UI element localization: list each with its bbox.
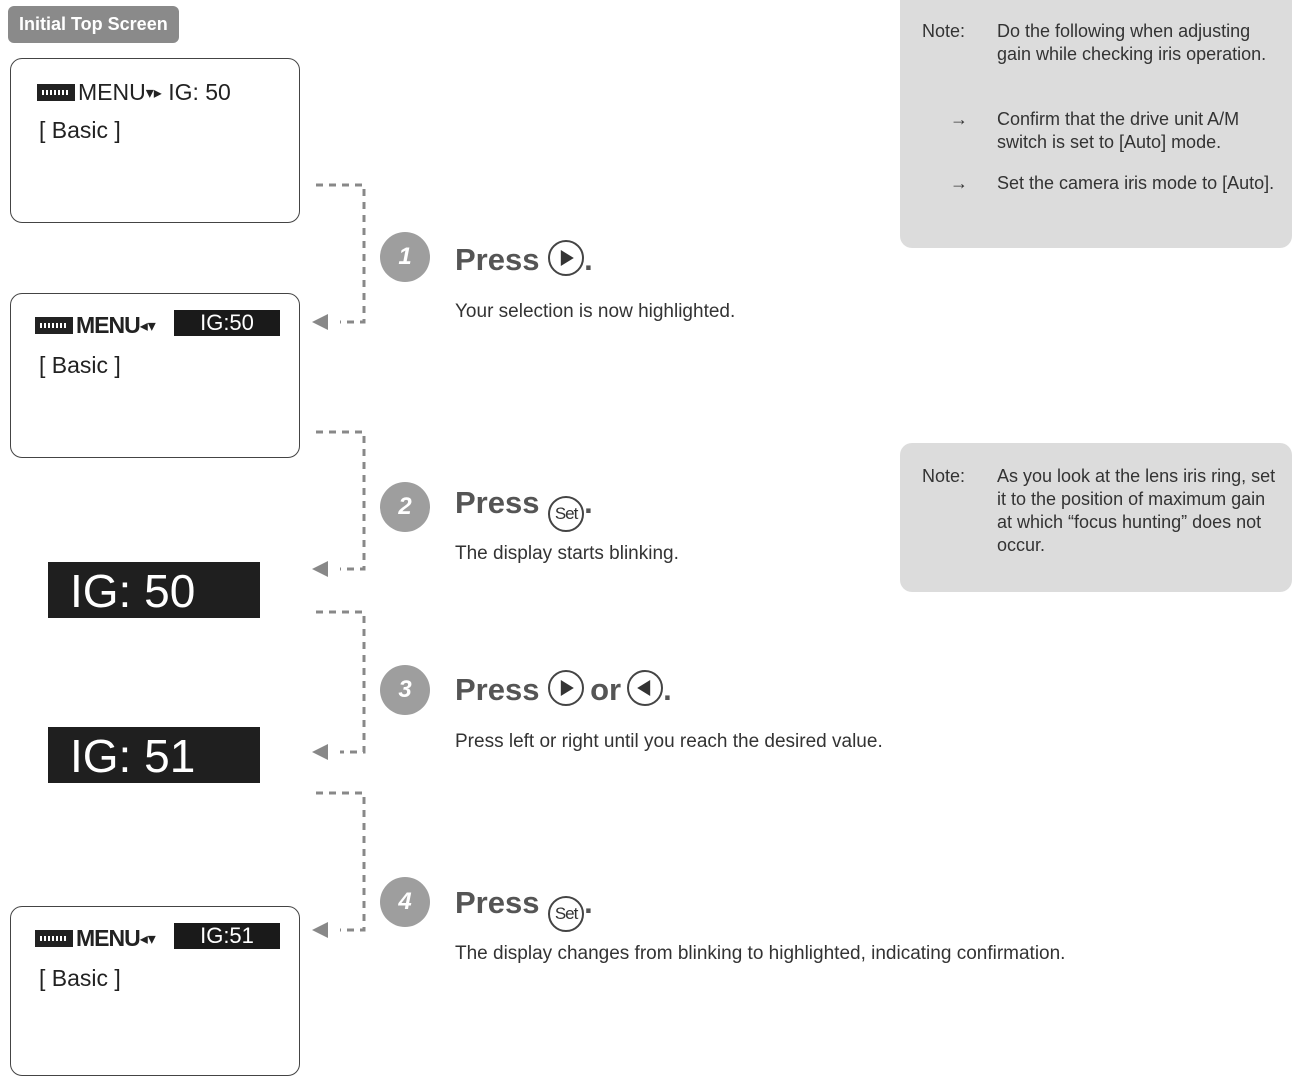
- connector-3: [316, 610, 366, 754]
- left-down-arrow-icon: ◂▾: [139, 318, 156, 335]
- step-2-instruction: Press Set.: [455, 485, 593, 532]
- submenu-label: [ Basic ]: [39, 965, 121, 991]
- left-down-arrow-icon: ◂▾: [139, 931, 156, 948]
- step-number-3: 3: [380, 665, 430, 715]
- ig-display-adjusted: IG: 51: [48, 727, 260, 783]
- note-label: Note:: [922, 466, 966, 486]
- menu-icon: [37, 84, 75, 101]
- menu-icon: [35, 930, 73, 947]
- submenu-label: [ Basic ]: [39, 352, 121, 378]
- note-box-2: Note: As you look at the lens iris ring,…: [900, 443, 1292, 592]
- connector-1: [316, 183, 366, 324]
- initial-screen-label: Initial Top Screen: [8, 6, 179, 43]
- note-box-1: Note: Do the following when adjusting ga…: [900, 0, 1292, 248]
- right-button-icon: [548, 670, 585, 706]
- connector-arrowhead: [312, 922, 328, 938]
- note-label: Note:: [922, 21, 966, 41]
- set-button-icon: Set: [548, 496, 585, 532]
- connector-arrowhead: [312, 314, 328, 330]
- note-item: Confirm that the drive unit A/M switch i…: [997, 109, 1240, 152]
- connector-arrowhead: [312, 744, 328, 760]
- step-number-2: 2: [380, 482, 430, 532]
- ig-value-highlighted: IG:51: [174, 923, 280, 949]
- arrow-right-icon: →: [950, 109, 968, 129]
- menu-icon: [35, 317, 73, 334]
- set-button-icon: Set: [548, 896, 585, 932]
- step-1-description: Your selection is now highlighted.: [455, 301, 736, 322]
- ig-value-highlighted: IG:50: [174, 310, 280, 336]
- connector-arrowhead: [312, 561, 328, 577]
- left-button-icon: [627, 670, 664, 706]
- menu-label: MENU: [76, 312, 141, 338]
- note-text: Do the following when adjusting gain whi…: [997, 21, 1267, 64]
- step-number-1: 1: [380, 232, 430, 282]
- lcd-screen-step4: MENU◂▾ IG:51 [ Basic ]: [10, 906, 300, 1076]
- lcd-screen-step1: MENU◂▾ IG:50 [ Basic ]: [10, 293, 300, 458]
- note-text: As you look at the lens iris ring, set i…: [997, 466, 1276, 555]
- note-item: Set the camera iris mode to [Auto].: [997, 173, 1275, 193]
- ig-value: IG: 50: [168, 79, 231, 105]
- connector-4: [316, 791, 366, 932]
- connector-2: [316, 430, 366, 571]
- menu-label: MENU: [78, 79, 146, 105]
- step-number-4: 4: [380, 877, 430, 927]
- right-button-icon: [548, 240, 585, 276]
- step-1-instruction: Press .: [455, 240, 593, 277]
- step-4-instruction: Press Set.: [455, 885, 593, 932]
- step-4-description: The display changes from blinking to hig…: [455, 943, 1066, 964]
- arrow-right-icon: →: [950, 173, 968, 193]
- menu-label: MENU: [76, 925, 141, 951]
- step-3-instruction: Press or.: [455, 670, 672, 707]
- lcd-screen-initial: MENU▾▸ IG: 50 [ Basic ]: [10, 58, 300, 223]
- ig-display-blinking: IG: 50: [48, 562, 260, 618]
- submenu-label: [ Basic ]: [39, 117, 121, 143]
- step-2-description: The display starts blinking.: [455, 543, 679, 564]
- down-right-arrow-icon: ▾▸: [145, 85, 162, 102]
- step-3-description: Press left or right until you reach the …: [455, 731, 883, 752]
